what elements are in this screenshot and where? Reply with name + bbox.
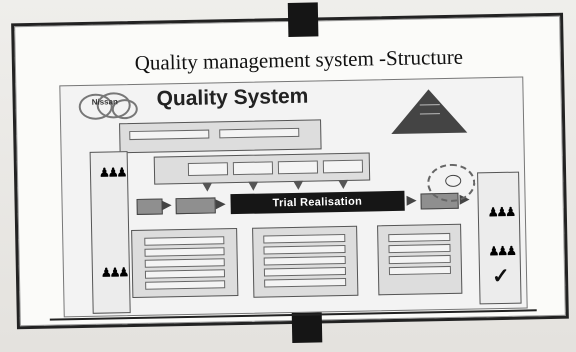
support-item <box>388 243 451 254</box>
people-icon: ♟♟♟ <box>98 165 126 180</box>
input-stage-box <box>136 198 163 215</box>
right-arrow-icon <box>161 200 172 211</box>
people-icon: ♟♟♟ <box>487 204 515 220</box>
checkmark-icon: ✓ <box>491 264 510 289</box>
support-item <box>388 232 451 243</box>
planning-stage-box <box>175 197 216 215</box>
down-arrow-icon <box>202 182 213 192</box>
support-item <box>263 233 346 244</box>
support-item <box>144 269 226 279</box>
support-item <box>263 255 346 266</box>
support-item <box>388 265 452 276</box>
slide-frame: Quality management system -Structure Nis… <box>11 2 569 343</box>
support-item <box>263 266 347 277</box>
support-item <box>144 258 225 268</box>
left-customer-column: ♟♟♟ ♟♟♟ <box>89 151 131 314</box>
support-item <box>144 236 225 246</box>
process-item <box>219 127 300 139</box>
quality-system-diagram: Nissan Quality System <box>59 76 528 318</box>
people-icon: ♟♟♟ <box>488 243 515 259</box>
down-arrow-icon <box>293 180 304 190</box>
pyramid-icon <box>390 88 468 135</box>
right-arrow-icon <box>215 199 226 210</box>
people-icon: ♟♟♟ <box>100 265 128 280</box>
down-arrow-icon <box>248 181 259 191</box>
development-step <box>322 159 364 174</box>
support-item <box>263 244 346 255</box>
slide-title: Quality management system -Structure <box>134 44 464 75</box>
down-arrow-icon <box>338 179 349 190</box>
development-step <box>232 161 274 176</box>
support-item <box>145 280 226 290</box>
logo-text: Nissan <box>91 97 118 107</box>
trial-realisation-bar: Trial Realisation <box>230 190 405 215</box>
development-step <box>277 160 319 175</box>
process-item <box>129 129 210 141</box>
development-step <box>187 162 229 176</box>
support-item <box>264 277 347 288</box>
trial-realisation-label: Trial Realisation <box>272 195 363 210</box>
diagram-title: Quality System <box>156 84 309 111</box>
right-arrow-icon <box>406 195 417 206</box>
right-customer-column: ♟♟♟ ♟♟♟ ✓ <box>477 171 522 305</box>
binder-clip-top <box>287 2 319 38</box>
support-item <box>144 247 225 257</box>
company-logo: Nissan <box>74 92 143 121</box>
support-item <box>388 254 451 265</box>
